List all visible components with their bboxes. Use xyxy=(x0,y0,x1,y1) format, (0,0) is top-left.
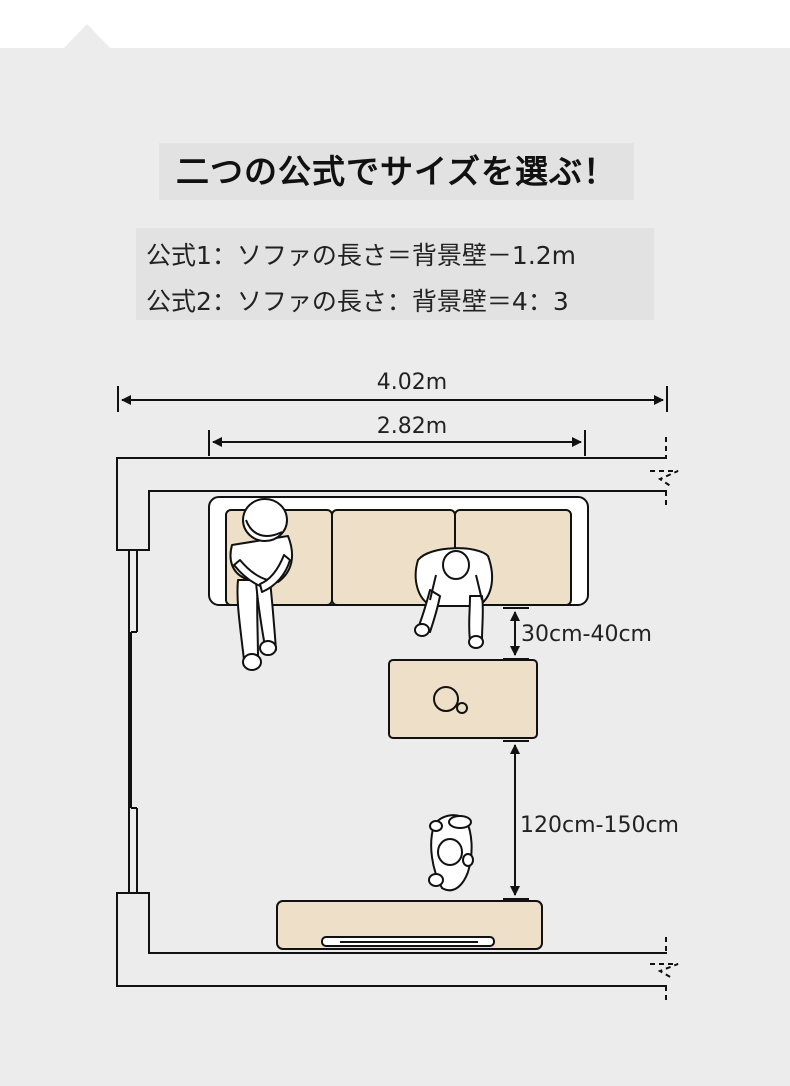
person-topview-icon xyxy=(229,498,294,671)
wall-width-label: 4.02m xyxy=(377,370,447,395)
sofa-length-dimension: 2.82m xyxy=(208,414,586,456)
person-topview-icon xyxy=(414,547,494,649)
page-title: 二つの公式でサイズを選ぶ！ xyxy=(175,152,617,191)
speech-notch xyxy=(64,24,110,48)
title-background xyxy=(159,143,634,200)
table-to-tv-dimension: 120cm-150cm xyxy=(503,740,679,900)
sofa-length-label: 2.82m xyxy=(377,414,447,439)
cup-icon xyxy=(433,686,459,712)
room-walls xyxy=(116,457,667,987)
formula-background xyxy=(136,228,654,320)
tv-cabinet xyxy=(276,900,543,950)
wall-width-dimension: 4.02m xyxy=(117,370,668,412)
wall-break-bottom xyxy=(650,937,679,1004)
table-to-tv-label: 120cm-150cm xyxy=(520,813,679,838)
small-cup-icon xyxy=(456,702,468,714)
sofa-to-table-dimension: 30cm-40cm xyxy=(503,607,652,660)
wall-break-top xyxy=(650,437,679,507)
formula-1: 公式1：ソファの長さ＝背景壁－1.2m xyxy=(146,241,577,270)
coffee-table xyxy=(388,659,538,739)
formula-2: 公式2：ソファの長さ：背景壁＝4：3 xyxy=(146,287,569,316)
person-topview-icon xyxy=(428,814,474,892)
sofa-to-table-label: 30cm-40cm xyxy=(521,622,652,647)
